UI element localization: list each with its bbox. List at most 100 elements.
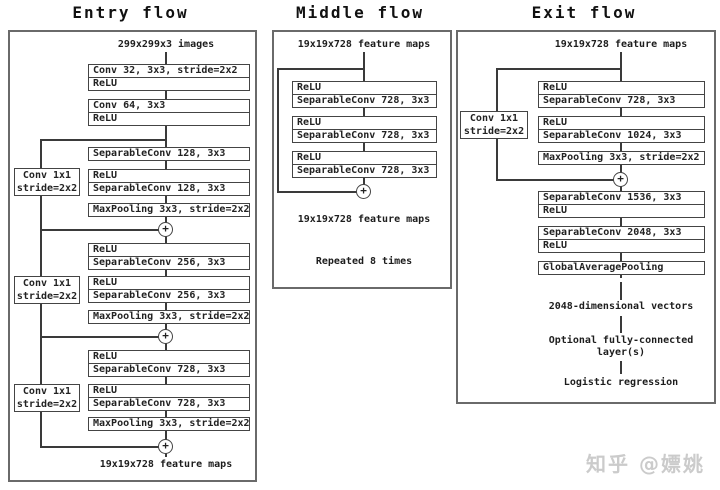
layer-label: Conv 1x1 bbox=[469, 113, 519, 124]
layer-label: ReLU bbox=[543, 117, 568, 128]
zhihu-watermark: 知乎 @嫖姚 bbox=[586, 452, 705, 476]
entry-flow-title: Entry flow bbox=[72, 3, 189, 22]
exit-sepconv1536-box: SeparableConv 1536, 3x3 ReLU bbox=[538, 191, 705, 218]
layer-label: SeparableConv 728, 3x3 bbox=[293, 129, 436, 142]
layer-label: ReLU bbox=[93, 170, 118, 181]
entry-sepconv128a-box: SeparableConv 128, 3x3 bbox=[88, 147, 250, 161]
layer-label: ReLU bbox=[93, 351, 118, 362]
entry-input-label: 299x299x3 images bbox=[117, 39, 215, 50]
layer-label: MaxPooling 3x3, stride=2x2 bbox=[93, 418, 249, 429]
entry-maxpool3-box: MaxPooling 3x3, stride=2x2 bbox=[88, 417, 250, 431]
exit-flow-title: Exit flow bbox=[531, 3, 637, 22]
layer-label: SeparableConv 728, 3x3 bbox=[539, 94, 704, 107]
entry-skip-merge-line-1 bbox=[40, 229, 162, 231]
entry-flow-frame bbox=[8, 30, 257, 482]
middle-input-label: 19x19x728 feature maps bbox=[297, 39, 431, 50]
entry-skip1-conv1x1-box: Conv 1x1 stride=2x2 bbox=[14, 168, 80, 196]
layer-label: ReLU bbox=[297, 117, 322, 128]
exit-fc-label-line1: Optional fully-connected bbox=[548, 335, 694, 346]
exit-vectors-label: 2048-dimensional vectors bbox=[548, 301, 694, 312]
layer-label: Conv 64, 3x3 bbox=[93, 100, 166, 111]
layer-label: Conv 32, 3x3, stride=2x2 bbox=[93, 65, 238, 76]
layer-label: SeparableConv 2048, 3x3 bbox=[543, 227, 682, 238]
middle-sepconv2-box: ReLU SeparableConv 728, 3x3 bbox=[292, 116, 437, 143]
layer-label: ReLU bbox=[539, 204, 704, 217]
exit-flow-frame bbox=[456, 30, 716, 404]
layer-label: ReLU bbox=[89, 77, 249, 90]
exit-input-label: 19x19x728 feature maps bbox=[554, 39, 688, 50]
exit-connector-seg1 bbox=[620, 282, 622, 300]
exit-globalavgpool-box: GlobalAveragePooling bbox=[538, 261, 705, 275]
entry-skip2-conv1x1-box: Conv 1x1 stride=2x2 bbox=[14, 276, 80, 304]
exit-connector-seg3 bbox=[620, 361, 622, 374]
exit-sepconv2048-box: SeparableConv 2048, 3x3 ReLU bbox=[538, 226, 705, 253]
entry-conv64-box: Conv 64, 3x3 ReLU bbox=[88, 99, 250, 126]
entry-sepconv128b-box: ReLU SeparableConv 128, 3x3 bbox=[88, 169, 250, 196]
entry-sepconv256b-box: ReLU SeparableConv 256, 3x3 bbox=[88, 276, 250, 303]
exit-maxpool-box: MaxPooling 3x3, stride=2x2 bbox=[538, 151, 705, 165]
exit-sepconv728-box: ReLU SeparableConv 728, 3x3 bbox=[538, 81, 705, 108]
middle-flow-frame bbox=[272, 30, 452, 289]
residual-add-icon: + bbox=[613, 172, 628, 187]
middle-sepconv3-box: ReLU SeparableConv 728, 3x3 bbox=[292, 151, 437, 178]
layer-label: Conv 1x1 bbox=[22, 278, 72, 289]
layer-label: SeparableConv 1536, 3x3 bbox=[543, 192, 682, 203]
residual-add-icon: + bbox=[158, 222, 173, 237]
residual-add-icon: + bbox=[158, 329, 173, 344]
layer-label: stride=2x2 bbox=[16, 399, 78, 410]
layer-label: stride=2x2 bbox=[16, 291, 78, 302]
layer-label: stride=2x2 bbox=[463, 126, 525, 137]
residual-add-icon: + bbox=[158, 439, 173, 454]
layer-label: stride=2x2 bbox=[16, 183, 78, 194]
layer-label: SeparableConv 728, 3x3 bbox=[293, 164, 436, 177]
exit-connector-seg2 bbox=[620, 316, 622, 333]
exit-logistic-regression-label: Logistic regression bbox=[563, 377, 679, 388]
layer-label: Conv 1x1 bbox=[22, 170, 72, 181]
layer-label: SeparableConv 728, 3x3 bbox=[89, 397, 249, 410]
layer-label: SeparableConv 256, 3x3 bbox=[89, 289, 249, 302]
entry-sepconv728a-box: ReLU SeparableConv 728, 3x3 bbox=[88, 350, 250, 377]
layer-label: SeparableConv 728, 3x3 bbox=[89, 363, 249, 376]
entry-conv32-box: Conv 32, 3x3, stride=2x2 ReLU bbox=[88, 64, 250, 91]
entry-sepconv256a-box: ReLU SeparableConv 256, 3x3 bbox=[88, 243, 250, 270]
exit-fc-label-line2: layer(s) bbox=[596, 347, 646, 358]
middle-sepconv1-box: ReLU SeparableConv 728, 3x3 bbox=[292, 81, 437, 108]
layer-label: ReLU bbox=[89, 112, 249, 125]
middle-flow-title: Middle flow bbox=[296, 3, 424, 22]
exit-skip-branch-line bbox=[496, 68, 622, 70]
residual-add-icon: + bbox=[356, 184, 371, 199]
layer-label: GlobalAveragePooling bbox=[543, 262, 664, 273]
entry-skip-merge-line-2 bbox=[40, 336, 162, 338]
layer-label: SeparableConv 128, 3x3 bbox=[89, 182, 249, 195]
middle-skip-branch-line bbox=[277, 68, 365, 70]
entry-output-label: 19x19x728 feature maps bbox=[99, 459, 233, 470]
layer-label: MaxPooling 3x3, stride=2x2 bbox=[93, 204, 249, 215]
middle-output-label: 19x19x728 feature maps bbox=[297, 214, 431, 225]
middle-repeat-note: Repeated 8 times bbox=[315, 256, 413, 267]
layer-label: ReLU bbox=[93, 277, 118, 288]
entry-skip3-conv1x1-box: Conv 1x1 stride=2x2 bbox=[14, 384, 80, 412]
layer-label: Conv 1x1 bbox=[22, 386, 72, 397]
layer-label: SeparableConv 256, 3x3 bbox=[89, 256, 249, 269]
entry-sepconv728b-box: ReLU SeparableConv 728, 3x3 bbox=[88, 384, 250, 411]
exit-sepconv1024-box: ReLU SeparableConv 1024, 3x3 bbox=[538, 116, 705, 143]
middle-skip-merge-line bbox=[277, 191, 360, 193]
layer-label: ReLU bbox=[93, 385, 118, 396]
exit-skip-conv1x1-box: Conv 1x1 stride=2x2 bbox=[460, 111, 528, 139]
entry-maxpool1-box: MaxPooling 3x3, stride=2x2 bbox=[88, 203, 250, 217]
middle-skip-rail bbox=[277, 68, 279, 193]
layer-label: SeparableConv 728, 3x3 bbox=[293, 94, 436, 107]
layer-label: ReLU bbox=[297, 152, 322, 163]
layer-label: MaxPooling 3x3, stride=2x2 bbox=[543, 152, 700, 163]
layer-label: SeparableConv 128, 3x3 bbox=[93, 148, 226, 159]
entry-skip-merge-line-3 bbox=[40, 446, 162, 448]
layer-label: ReLU bbox=[93, 244, 118, 255]
exit-skip-merge-line bbox=[496, 179, 617, 181]
layer-label: SeparableConv 1024, 3x3 bbox=[539, 129, 704, 142]
layer-label: ReLU bbox=[297, 82, 322, 93]
entry-maxpool2-box: MaxPooling 3x3, stride=2x2 bbox=[88, 310, 250, 324]
exit-main-connector bbox=[620, 52, 622, 278]
layer-label: ReLU bbox=[539, 239, 704, 252]
entry-skip-branch-line bbox=[40, 139, 167, 141]
